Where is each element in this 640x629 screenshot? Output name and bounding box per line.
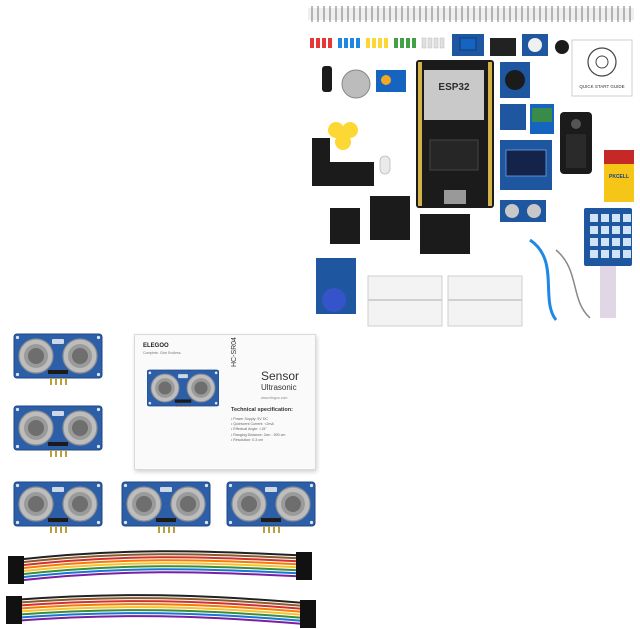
usb-cable xyxy=(529,238,558,321)
model-label: HC-SR04 xyxy=(231,337,238,367)
sensor-info-card: ELEGOO Complete. Give Endless. HC-SR04 S… xyxy=(134,334,316,470)
guide-label: QUICK START GUIDE xyxy=(579,84,624,89)
spec-item: Resolution: 0.3 cm xyxy=(231,438,311,443)
brand-logo: ELEGOO xyxy=(143,343,169,349)
stepper-motor xyxy=(341,69,371,99)
breadboard xyxy=(447,275,523,327)
spec-item: Quiescent Current: <2mA xyxy=(231,422,311,427)
spec-heading: Technical specification: xyxy=(231,407,293,413)
sensor-module xyxy=(330,208,360,244)
ultrasonic-sensor-module xyxy=(13,333,103,386)
fan-blade xyxy=(328,122,358,150)
ir-remote xyxy=(560,112,592,174)
seven-segment-display xyxy=(312,138,330,162)
sensor-grid xyxy=(6,333,317,628)
starter-kit-components: QUICK START GUIDE ESP32 xyxy=(308,6,634,327)
membrane-keypad xyxy=(584,208,632,318)
spec-item: Ranging Distance: 2cm - 500 cm xyxy=(231,433,311,438)
led-row xyxy=(310,37,445,49)
brand-tagline: Complete. Give Endless. xyxy=(143,351,182,355)
card-title: Sensor xyxy=(261,369,300,383)
card-subtitle: Ultrasonic xyxy=(261,383,297,392)
sensor-module xyxy=(370,196,410,240)
website-url: www.elegoo.com xyxy=(261,396,288,400)
power-supply-module xyxy=(420,214,470,254)
ultrasonic-sensor-image xyxy=(147,369,219,407)
capacitor xyxy=(322,66,332,92)
jumper-wire-bundle xyxy=(8,550,312,584)
ultrasonic-sensor-module xyxy=(226,481,316,534)
jumper-wire-bundle xyxy=(6,594,317,628)
four-digit-display xyxy=(312,162,374,186)
9v-battery: PKCELL xyxy=(604,150,634,202)
quick-start-guide: QUICK START GUIDE xyxy=(571,39,633,97)
sensor-module xyxy=(500,104,526,130)
esp32-label: ESP32 xyxy=(438,82,470,93)
header-pins xyxy=(308,6,634,22)
spec-item: Effectual Angle: <15° xyxy=(231,427,311,432)
spec-list: Power Supply: 5V DC Quiescent Current: <… xyxy=(231,417,311,443)
ultrasonic-sensor-module xyxy=(121,481,211,534)
starter-kit-image: QUICK START GUIDE ESP32 xyxy=(304,0,640,330)
servo-motor xyxy=(376,70,406,92)
esp32-board: ESP32 xyxy=(416,60,494,208)
sensor-module xyxy=(490,38,516,56)
jumper-wires xyxy=(555,249,591,319)
ultrasonic-sensor-module xyxy=(13,405,103,458)
breadboard xyxy=(367,275,443,327)
spec-item: Power Supply: 5V DC xyxy=(231,417,311,422)
buzzer xyxy=(555,40,569,54)
ultrasonic-sensor-module xyxy=(13,481,103,534)
led xyxy=(379,155,391,175)
battery-label: PKCELL xyxy=(609,174,629,180)
